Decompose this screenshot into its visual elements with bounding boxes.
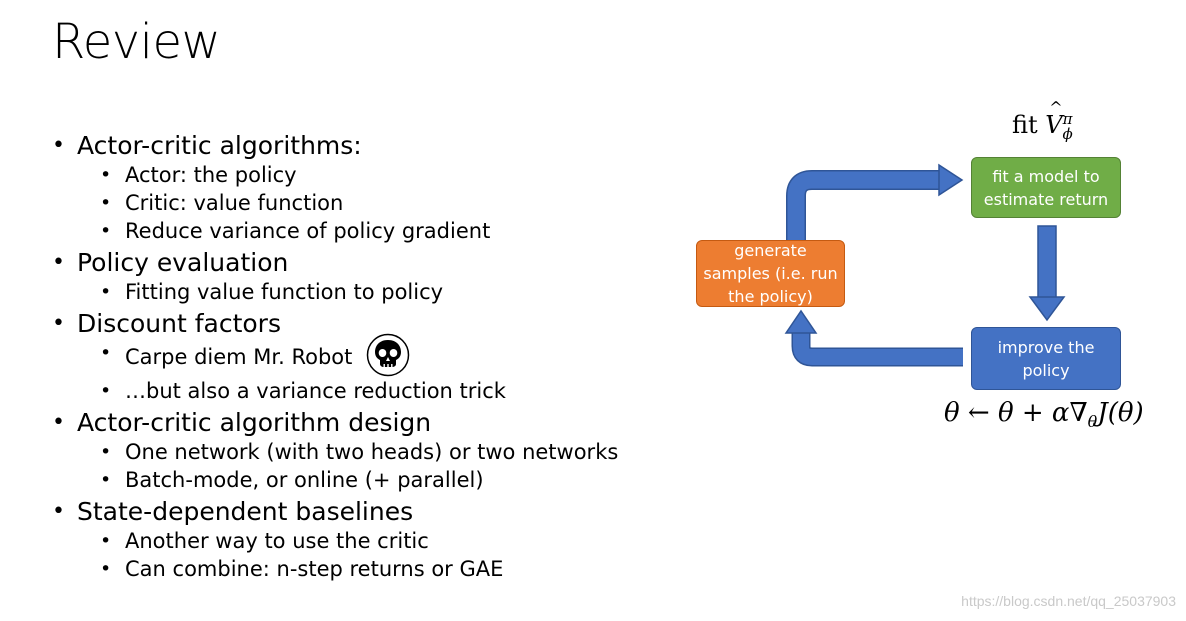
- sub-bullet-variance: Reduce variance of policy gradient: [50, 217, 670, 245]
- fit-equation: fit Vπϕ: [1012, 98, 1073, 143]
- improve-policy-box: improve the policy: [971, 327, 1121, 390]
- update-equation-tail: J(θ): [1097, 398, 1144, 428]
- fit-model-box: fit a model to estimate return: [971, 157, 1121, 218]
- sub-bullet-carpe-diem: Carpe diem Mr. Robot: [50, 333, 670, 377]
- policy-update-equation: θ ← θ + α∇θJ(θ): [944, 398, 1144, 431]
- sub-bullet-critic: Critic: value function: [50, 189, 670, 217]
- fit-equation-sub: ϕ: [1062, 124, 1073, 143]
- fit-equation-symbol: V: [1045, 98, 1063, 139]
- bullet-policy-evaluation: Policy evaluation: [50, 248, 670, 278]
- bullet-algorithm-design: Actor-critic algorithm design: [50, 408, 670, 438]
- bullet-list: Actor-critic algorithms: Actor: the poli…: [50, 128, 670, 583]
- sub-bullet-fitting: Fitting value function to policy: [50, 278, 670, 306]
- bullet-baselines: State-dependent baselines: [50, 497, 670, 527]
- arrowhead-down: [1028, 296, 1066, 322]
- sub-bullet-carpe-diem-text: Carpe diem Mr. Robot: [125, 345, 353, 369]
- sub-bullet-actor: Actor: the policy: [50, 161, 670, 189]
- watermark: https://blog.csdn.net/qq_25037903: [961, 593, 1176, 609]
- sub-bullet-networks: One network (with two heads) or two netw…: [50, 438, 670, 466]
- fit-equation-prefix: fit: [1012, 111, 1038, 139]
- sub-bullet-critic-use: Another way to use the critic: [50, 527, 670, 555]
- arrowhead-right: [938, 163, 964, 197]
- arrowhead-up: [784, 309, 818, 334]
- arrow-generate-to-fit: [786, 170, 940, 240]
- sub-bullet-batch-online: Batch-mode, or online (+ parallel): [50, 466, 670, 494]
- sub-bullet-combine: Can combine: n-step returns or GAE: [50, 555, 670, 583]
- generate-samples-box: generate samples (i.e. run the policy): [696, 240, 845, 307]
- sub-bullet-variance-trick: …but also a variance reduction trick: [50, 377, 670, 405]
- fit-equation-sup: π: [1062, 110, 1073, 128]
- bullet-actor-critic: Actor-critic algorithms:: [50, 131, 670, 161]
- arrow-fit-to-improve: [1037, 225, 1057, 299]
- bullet-discount-factors: Discount factors: [50, 309, 670, 339]
- update-equation-main: θ ← θ + α∇: [944, 398, 1088, 428]
- skull-icon: [367, 333, 410, 377]
- update-equation-sub: θ: [1087, 412, 1098, 432]
- slide-title: Review: [52, 14, 221, 70]
